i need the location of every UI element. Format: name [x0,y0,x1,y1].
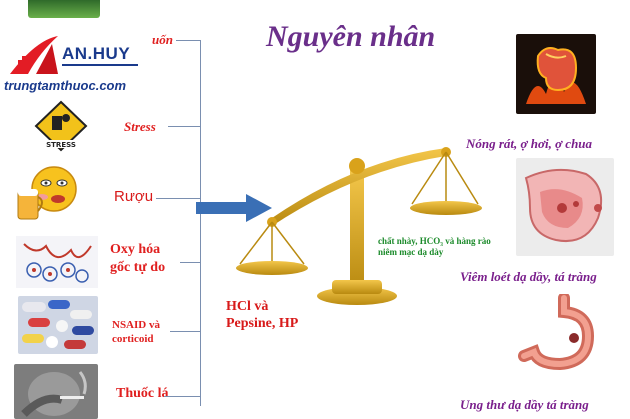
logo-mark-icon [10,36,58,74]
arrow-right-icon [196,194,272,222]
bracket-tick-5 [170,331,201,332]
cause-label-uon: uốn [152,32,173,47]
smoking-photo-icon [14,364,98,419]
cause-label-oxy-line2: gốc tự do [110,260,166,275]
cause-label-nsaid: NSAID và corticoid [112,318,160,346]
cause-label-stress: Stress [124,119,156,134]
cause-label-nsaid-line2: corticoid [112,333,154,345]
cause-label-thuoc-la: Thuốc lá [116,386,169,401]
cause-label-oxy-line1: Oxy hóa [110,242,161,257]
burning-stomach-image [516,34,596,114]
plant-photo [28,0,100,18]
bracket-tick-6 [164,396,201,397]
bracket-tick-1 [176,40,201,41]
svg-text:STRESS: STRESS [46,141,76,149]
logo-underline [62,64,138,66]
scale-left-line1: HCl và [226,299,269,314]
cause-label-nsaid-line1: NSAID và [112,319,160,331]
bracket-tick-2 [168,126,201,127]
page-title: Nguyên nhân [266,20,436,53]
stress-sign-icon: STRESS [26,100,96,152]
scale-left-line2: Pepsine, HP [226,316,299,331]
pills-photo-icon [18,296,98,354]
stomach-ulcer-image [516,158,614,256]
balance-scale-icon [232,130,502,310]
stomach-cancer-image [518,294,602,374]
bracket-tick-4 [180,262,201,263]
cause-label-oxy-hoa: Oxy hóa gốc tự do [110,241,165,277]
result-label-ulcer: Viêm loét dạ dầy, tá tràng [460,269,597,284]
logo [6,30,156,92]
logo-brand: AN.HUY [62,44,131,63]
drunk-emoji-icon [2,163,98,225]
free-radical-diagram-icon [16,236,98,288]
result-label-burning: Nóng rát, ợ hơi, ợ chua [466,136,593,151]
cause-label-ruou: Rượu [114,188,154,205]
logo-url: trungtamthuoc.com [4,78,127,93]
bracket-vertical-line [200,40,201,406]
result-label-cancer: Ung thư dạ dầy tá tràng [460,397,589,412]
scale-left-label: HCl và Pepsine, HP [226,298,298,332]
scale-right-label: chất nhày, HCO₃ và hàng rào niêm mạc dạ … [378,236,491,257]
bracket-tick-3 [156,198,201,199]
